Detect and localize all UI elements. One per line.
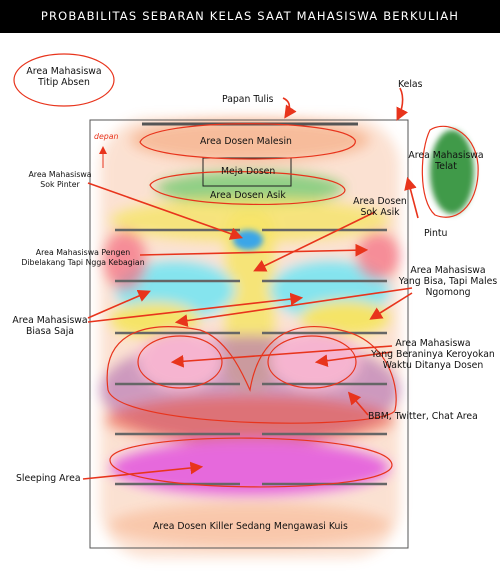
annotation-arrows [82, 87, 419, 480]
red-outlines [13, 53, 479, 488]
label-meja-dosen: Meja Dosen [221, 166, 276, 177]
heat-zones [100, 118, 400, 558]
label-dosen-malesin: Area Dosen Malesin [200, 136, 292, 147]
classroom-outline [89, 119, 409, 549]
page-title: PROBABILITAS SEBARAN KELAS SAAT MAHASISW… [0, 0, 500, 33]
label-kelas: Kelas [398, 79, 423, 90]
telat-zone [430, 130, 474, 214]
label-dosen-asik: Area Dosen Asik [210, 190, 286, 201]
label-bbm: BBM, Twitter, Chat Area [368, 411, 478, 422]
sok-pinter-zone [233, 230, 263, 250]
label-papan-tulis: Papan Tulis [222, 94, 274, 105]
desk-rows [115, 228, 387, 486]
label-depan: depan [94, 132, 119, 141]
label-pintu: Pintu [424, 228, 448, 239]
label-killer: Area Dosen Killer Sedang Mengawasi Kuis [153, 521, 348, 532]
label-sleeping: Sleeping Area [16, 473, 81, 484]
